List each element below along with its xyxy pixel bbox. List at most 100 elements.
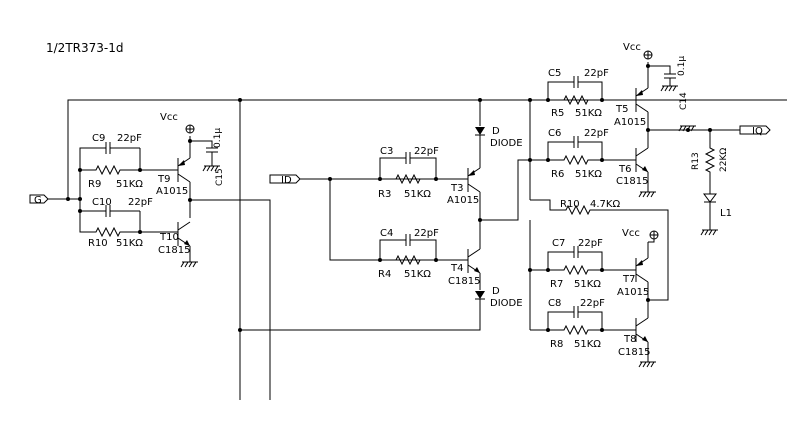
c6-value: 22pF — [584, 128, 609, 139]
vcc-label: Vcc — [160, 112, 178, 123]
r7-value: 51KΩ — [574, 279, 601, 290]
r9-name: R9 — [88, 179, 101, 190]
resistor-r8 — [557, 325, 595, 335]
diode-d2 — [474, 290, 486, 300]
resistor-r6 — [557, 155, 595, 165]
vcc-label: Vcc — [623, 42, 641, 53]
t8-name: T8 — [623, 334, 636, 345]
c7-name: C7 — [552, 238, 565, 249]
t6-part: C1815 — [616, 176, 648, 187]
vcc-symbol — [649, 230, 659, 240]
c3-name: C3 — [380, 146, 393, 157]
t4-name: T4 — [450, 263, 463, 274]
r3-value: 51KΩ — [404, 189, 431, 200]
t10-name: T10 — [159, 232, 179, 243]
ground-symbol — [180, 261, 199, 268]
transistor-t8 — [635, 317, 649, 362]
d1-ref: D — [492, 126, 500, 137]
transistor-t10 — [177, 221, 191, 262]
transistor-t6 — [635, 147, 649, 192]
resistor-r4 — [389, 255, 427, 265]
port-g-label: G — [34, 195, 42, 206]
ground-symbol — [638, 361, 657, 368]
t7-name: T7 — [622, 274, 635, 285]
port-iq-label: IQ — [752, 126, 763, 137]
resistor-r9 — [89, 165, 127, 175]
r4-value: 51KΩ — [404, 269, 431, 280]
c10-name: C10 — [92, 197, 112, 208]
c5-name: C5 — [548, 68, 561, 79]
r6-name: R6 — [551, 169, 564, 180]
led-l1-name: L1 — [720, 208, 732, 219]
t5-part: A1015 — [614, 117, 646, 128]
r4-name: R4 — [378, 269, 391, 280]
diode-d1 — [474, 126, 486, 136]
resistor-r3 — [389, 174, 427, 184]
transistor-t7 — [635, 242, 649, 283]
r7-name: R7 — [550, 279, 563, 290]
t10-part: C1815 — [158, 245, 190, 256]
resistor-r7 — [557, 265, 595, 275]
c4-value: 22pF — [414, 228, 439, 239]
port-id: ID — [269, 174, 301, 186]
d2-ref: D — [492, 286, 500, 297]
schematic-title: 1/2TR373-1d — [46, 41, 123, 55]
ground-symbol — [660, 85, 679, 92]
resistor-r5 — [557, 95, 595, 105]
t3-part: A1015 — [447, 195, 479, 206]
d1-type: DIODE — [490, 138, 523, 149]
c9-value: 22pF — [117, 133, 142, 144]
c10-value: 22pF — [128, 197, 153, 208]
c14-value: 0.1μ — [677, 56, 687, 76]
r3-name: R3 — [378, 189, 391, 200]
t6-name: T6 — [618, 164, 631, 175]
r9-value: 51KΩ — [116, 179, 143, 190]
r13-name: R13 — [691, 152, 701, 170]
r13-value: 22KΩ — [719, 148, 729, 172]
t8-part: C1815 — [618, 347, 650, 358]
port-id-label: ID — [281, 175, 292, 186]
ground-symbol — [638, 191, 657, 198]
t7-part: A1015 — [617, 287, 649, 298]
transistor-t4 — [467, 248, 481, 274]
transistor-t3 — [467, 167, 481, 193]
t5-name: T5 — [615, 104, 628, 115]
port-iq: IQ — [739, 125, 771, 137]
transistor-t5 — [635, 62, 649, 113]
r10b-name: R10 — [560, 199, 580, 210]
c4-name: C4 — [380, 228, 393, 239]
r10-name: R10 — [88, 238, 108, 249]
c15-name: C15 — [215, 168, 225, 186]
r5-name: R5 — [551, 108, 564, 119]
vcc-label: Vcc — [622, 228, 640, 239]
c15-value: 0.1μ — [213, 128, 223, 148]
t9-part: A1015 — [156, 186, 188, 197]
transistor-t9 — [177, 136, 191, 218]
port-g: G — [29, 194, 49, 206]
r10-value: 51KΩ — [116, 238, 143, 249]
vcc-symbol — [643, 50, 653, 60]
vcc-symbol — [185, 124, 195, 134]
ground-symbol — [700, 229, 719, 236]
c8-name: C8 — [548, 298, 561, 309]
resistor-r13 — [705, 141, 715, 179]
c14-name: C14 — [679, 92, 689, 110]
t9-name: T9 — [157, 174, 170, 185]
c8-value: 22pF — [580, 298, 605, 309]
r5-value: 51KΩ — [575, 108, 602, 119]
d2-type: DIODE — [490, 298, 523, 309]
t3-name: T3 — [450, 183, 463, 194]
c9-name: C9 — [92, 133, 105, 144]
r8-name: R8 — [550, 339, 563, 350]
c3-value: 22pF — [414, 146, 439, 157]
c6-name: C6 — [548, 128, 561, 139]
r10b-value: 4.7KΩ — [590, 199, 620, 210]
c7-value: 22pF — [578, 238, 603, 249]
r8-value: 51KΩ — [574, 339, 601, 350]
led-l1 — [703, 193, 717, 203]
t4-part: C1815 — [448, 276, 480, 287]
c5-value: 22pF — [584, 68, 609, 79]
r6-value: 51KΩ — [575, 169, 602, 180]
